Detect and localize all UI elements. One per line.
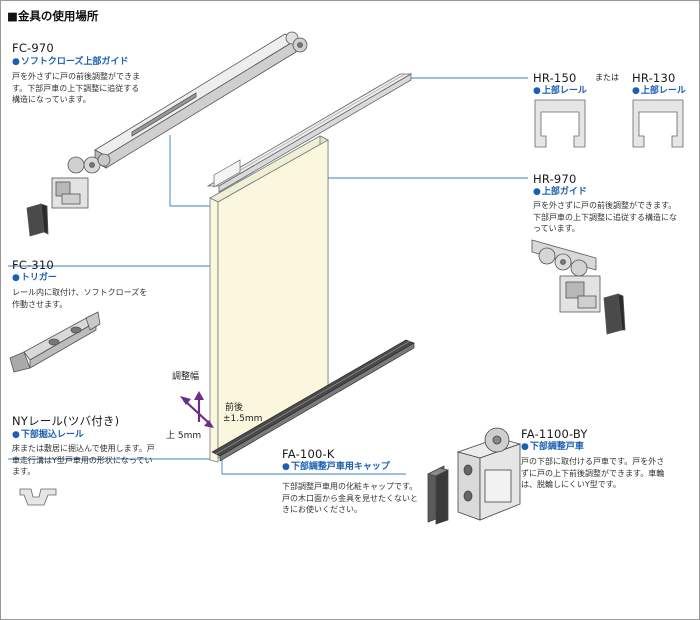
hr150-profile-illustration <box>534 99 586 148</box>
hr970-code: HR-970 <box>533 172 577 186</box>
ny-desc: 床または敷居に掘込んで使用します。戸車走行溝はY型戸車用の形状になっています。 <box>12 444 155 477</box>
fc310-sub: トリガー <box>12 273 57 284</box>
adjust-arrows-icon <box>180 391 214 428</box>
front-back-value: ±1.5mm <box>223 414 263 424</box>
fc970-sub: ソフトクローズ上部ガイド <box>12 57 129 68</box>
hr970-sub: 上部ガイド <box>533 187 587 198</box>
hr130-profile-illustration <box>632 99 684 148</box>
page-title: ■金具の使用場所 <box>7 9 99 23</box>
leader-hr970 <box>317 150 528 179</box>
fa100k-code: FA-100-K <box>282 447 335 461</box>
fa1100-desc: 戸の下部に取付ける戸車です。戸を外さずに戸の上下前後調整ができます。車輪は、脱輪… <box>521 457 665 490</box>
fc310-desc: レール内に取付け、ソフトクローズを作動させます。 <box>12 288 148 309</box>
fc310-trigger-illustration <box>9 311 101 373</box>
hr150-sub: 上部レール <box>533 86 587 97</box>
or-text: または <box>595 73 619 82</box>
hr130-sub: 上部レール <box>632 86 686 97</box>
hr970-guide-illustration <box>531 239 626 335</box>
fc970-guide-illustration <box>26 31 308 237</box>
fc310-code: FC-310 <box>12 258 54 272</box>
floor-rail <box>211 339 415 462</box>
adjust-label: 調整幅 <box>172 372 200 382</box>
ny-sub: 下部掘込レール <box>12 430 84 441</box>
fa1100-sub: 下部調整戸車 <box>521 442 584 453</box>
fa1100-roller-illustration <box>456 427 522 521</box>
fa100k-sub: 下部調整戸車用キャップ <box>282 462 390 473</box>
fa1100-code: FA-1100-BY <box>521 427 588 441</box>
fa100k-cap-illustration <box>426 465 450 525</box>
ny-code: NYレール(ツバ付き) <box>12 414 120 428</box>
fc970-desc: 戸を外さずに戸の前後調整ができます。下部戸車の上下調整に追従する構造になっていま… <box>12 72 140 105</box>
fa100k-desc: 下部調整戸車用の化粧キャップです。戸の木口面から金具を見せたくないときにお使いく… <box>282 482 418 515</box>
fc970-code: FC-970 <box>12 41 54 55</box>
leader-fc970 <box>169 135 216 207</box>
up-adjust-label: 上 5mm <box>166 431 202 441</box>
front-back-label: 前後 <box>225 403 244 413</box>
hr150-code: HR-150 <box>533 71 577 85</box>
hr130-code: HR-130 <box>632 71 676 85</box>
hr970-desc: 戸を外さずに戸の前後調整ができます。下部戸車の上下調整に追従する構造になっていま… <box>533 201 677 234</box>
ny-profile-illustration <box>19 488 57 506</box>
